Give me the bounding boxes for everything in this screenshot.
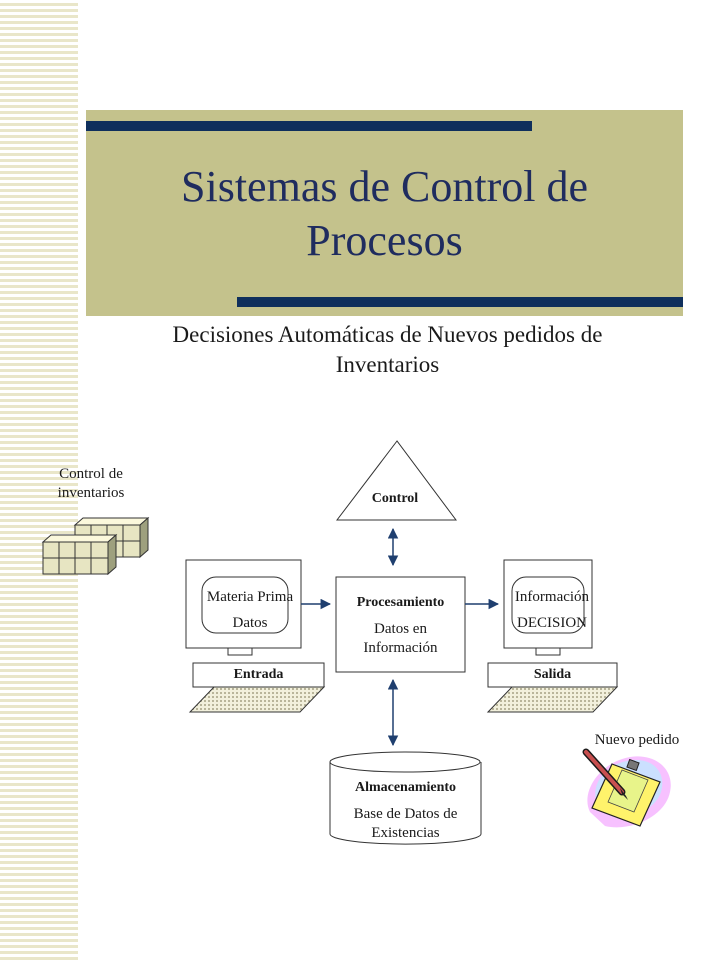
input-footer-label: Entrada: [233, 667, 284, 682]
title-bar-bottom: [237, 297, 683, 307]
storage-text: Base de Datos de Existencias: [330, 805, 481, 843]
output-footer-label: Salida: [533, 667, 572, 682]
processing-text: Datos en Información: [336, 620, 465, 658]
input-screen-text: Materia Prima Datos: [186, 584, 314, 636]
inventory-label-line-2: inventarios: [57, 485, 125, 501]
storage-cylinder: [329, 751, 482, 845]
output-line-1: Información: [514, 589, 590, 605]
input-line-1: Materia Prima: [206, 589, 294, 605]
subtitle: Decisiones Automáticas de Nuevos pedidos…: [100, 320, 675, 380]
decorative-stripes: [0, 0, 78, 960]
input-computer-icon: [185, 559, 326, 713]
storage-title: Almacenamiento: [354, 780, 457, 795]
inventory-boxes-icon: [41, 516, 150, 576]
control-label: Control: [371, 491, 419, 506]
title-bar-top: [86, 121, 532, 131]
new-order-label: Nuevo pedido: [594, 732, 680, 748]
storage-line-2: Existencias: [371, 825, 440, 841]
output-screen-text: Información DECISION: [494, 584, 610, 636]
output-line-2: DECISION: [517, 615, 587, 631]
subtitle-line-2: Inventarios: [335, 352, 440, 377]
input-line-2: Datos: [232, 615, 268, 631]
clipboard-pencil-icon: [582, 748, 671, 828]
subtitle-line-1: Decisiones Automáticas de Nuevos pedidos…: [172, 322, 603, 347]
title-box: [86, 110, 683, 316]
storage-line-1: Base de Datos de: [353, 806, 458, 822]
inventory-control-label: Control de inventarios: [30, 465, 152, 503]
page-title: Sistemas de Control de Procesos: [86, 160, 683, 268]
processing-box: [335, 576, 466, 673]
inventory-label-line-1: Control de: [59, 466, 123, 482]
title-line-2: Procesos: [306, 216, 463, 265]
title-line-1: Sistemas de Control de: [181, 162, 588, 211]
processing-title: Procesamiento: [356, 595, 445, 610]
processing-line-1: Datos en: [374, 621, 427, 637]
output-computer-icon: [486, 559, 619, 713]
control-triangle: [335, 440, 457, 521]
processing-line-2: Información: [363, 640, 438, 656]
